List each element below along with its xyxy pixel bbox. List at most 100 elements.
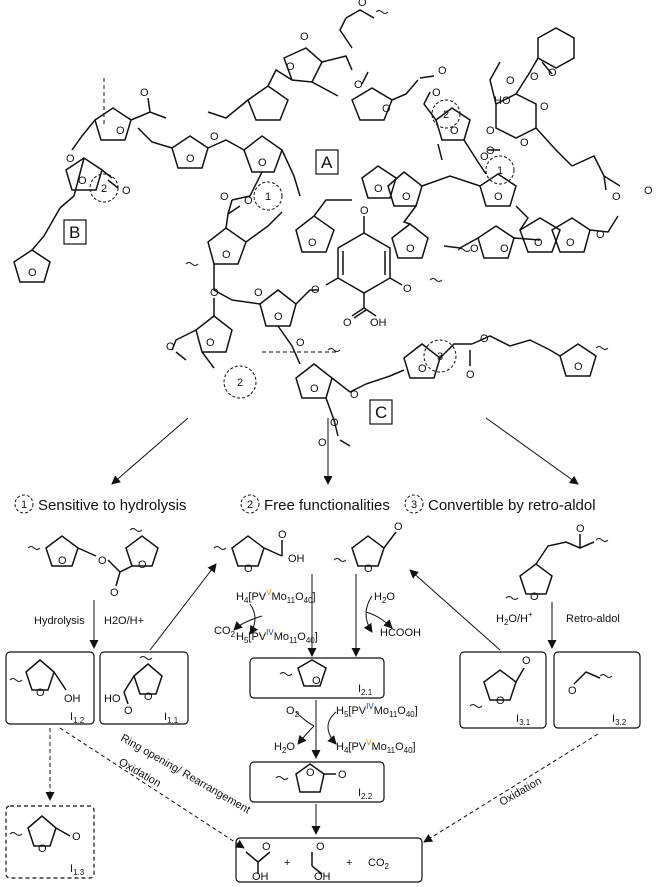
svg-text:OH: OH (252, 871, 269, 883)
svg-text:O: O (316, 841, 325, 853)
condition-co2: CO2 (214, 625, 236, 639)
site-circle-2 (89, 173, 119, 203)
condition-acid-water-3: H2O/H+ (496, 610, 533, 627)
atom-o: O (486, 145, 495, 157)
atom-o: O (466, 369, 475, 381)
svg-text:O: O (568, 685, 577, 697)
svg-text:O: O (58, 555, 67, 567)
intermediate-label-2-2: I2.2 (358, 787, 373, 801)
intermediate-box-2-1 (249, 657, 385, 699)
condition-oxidation-3: Oxidation (498, 775, 544, 809)
structure-oxygen-labels: O O O O O O O O O O O O O O O O O O O O … (28, 0, 653, 449)
atom-o: O (258, 157, 267, 169)
intermediate-box-2-2 (249, 761, 385, 803)
atom-o: O (300, 31, 309, 43)
intermediate-box-1-2 (5, 651, 95, 725)
intermediate-box-1-3 (5, 805, 95, 879)
svg-text:O: O (496, 695, 505, 707)
site-number: 2 (443, 109, 449, 121)
pathway-3: O O H2O/H+ Retro-aldol O O I3.1 O I3.2 O… (409, 523, 641, 843)
site-markers: 2 1 2 1 2 3 (89, 99, 515, 399)
atom-o: O (534, 237, 543, 249)
atom-o: O (402, 191, 411, 203)
condition-water-2: H2O (274, 741, 295, 755)
atom-o: O (494, 191, 503, 203)
svg-text:OH: OH (314, 871, 331, 883)
site-circle-1 (253, 181, 283, 211)
atom-o: O (470, 243, 479, 255)
atom-o: O (310, 383, 319, 395)
intermediate-box-1-1 (99, 651, 189, 725)
atom-ho: HO (494, 95, 511, 107)
intermediate-label-3-2: I3.2 (612, 713, 627, 727)
atom-o: O (530, 71, 539, 83)
svg-text:O: O (338, 769, 347, 781)
svg-text:O: O (394, 521, 403, 533)
pathway-1: O O O O Hydrolysis H2O/H+ OH O I1.2 HO O… (5, 528, 252, 879)
atom-o: O (520, 137, 529, 149)
atom-o: O (406, 243, 415, 255)
svg-text:O: O (364, 563, 373, 575)
svg-text:O: O (38, 843, 47, 855)
condition-retro-aldol: Retro-aldol (566, 613, 620, 625)
atom-o: O (318, 437, 327, 449)
svg-text:O: O (36, 687, 45, 699)
atom-o: O (574, 361, 583, 373)
pathway-number-2: 2 (247, 499, 253, 511)
atom-o: O (244, 195, 253, 207)
atom-o: O (220, 191, 229, 203)
formic-acid: O OH (311, 841, 331, 883)
svg-text:OH: OH (288, 553, 305, 565)
atom-o: O (296, 337, 305, 349)
acetic-acid: O OH (245, 841, 271, 883)
condition-hydrolysis: Hydrolysis (34, 615, 85, 627)
pathway-number-1: 1 (21, 499, 27, 511)
atom-o: O (286, 61, 295, 73)
atom-o: O (540, 101, 549, 113)
svg-text:OH: OH (64, 693, 81, 705)
intermediate-box-3-1 (459, 651, 547, 729)
condition-hcooh: HCOOH (380, 627, 421, 639)
intermediate-label-3-1: I3.1 (516, 713, 531, 727)
atom-o: O (166, 341, 175, 353)
svg-text:O: O (312, 675, 321, 687)
site-number: 2 (237, 377, 243, 389)
atom-o: O (480, 151, 489, 163)
pathway-number-3: 3 (411, 499, 417, 511)
pathway-2: O OH O O O H4[PVVMo11O40] H5[PVIVMo11O40… (213, 521, 423, 883)
carbonyl-groups (107, 61, 607, 447)
structure-label-c: C (375, 403, 387, 422)
atom-o: O (612, 191, 621, 203)
atom-o: O (116, 125, 125, 137)
atom-o: O (450, 125, 459, 137)
atom-o: O (418, 363, 427, 375)
catalyst-h5-low: H5[PVIVMo11O40] (336, 702, 418, 719)
atom-o: O (210, 287, 219, 299)
atom-o: O (350, 389, 359, 401)
site-number: 2 (101, 183, 107, 195)
atom-o: O (140, 87, 149, 99)
atom-o: O (66, 153, 75, 165)
atom-o: O (374, 183, 383, 195)
pathway-title-1: Sensitive to hydrolysis (38, 497, 186, 514)
intermediate-box-3-2 (553, 651, 641, 729)
label-box-a (315, 149, 339, 175)
atom-o: O (480, 333, 489, 345)
products-box (235, 837, 423, 883)
atom-o: O (254, 287, 263, 299)
atom-o: O (403, 283, 412, 295)
label-box-b (63, 219, 87, 245)
intermediate-label-1-3: I1.3 (70, 863, 85, 877)
site-circle-1 (485, 155, 515, 185)
site-number: 1 (497, 165, 503, 177)
atom-o: O (432, 87, 441, 99)
catalyst-h4-top: H4[PVVMo11O40] (236, 588, 316, 605)
site-circle-2 (431, 99, 461, 129)
plus-1: + (284, 857, 290, 869)
attachment-squiggles (185, 10, 609, 352)
svg-text:O: O (576, 523, 585, 535)
svg-text:O: O (110, 587, 119, 599)
svg-text:O: O (530, 591, 539, 603)
atom-o-acid: O (343, 317, 352, 329)
branch-arrows (111, 417, 579, 485)
